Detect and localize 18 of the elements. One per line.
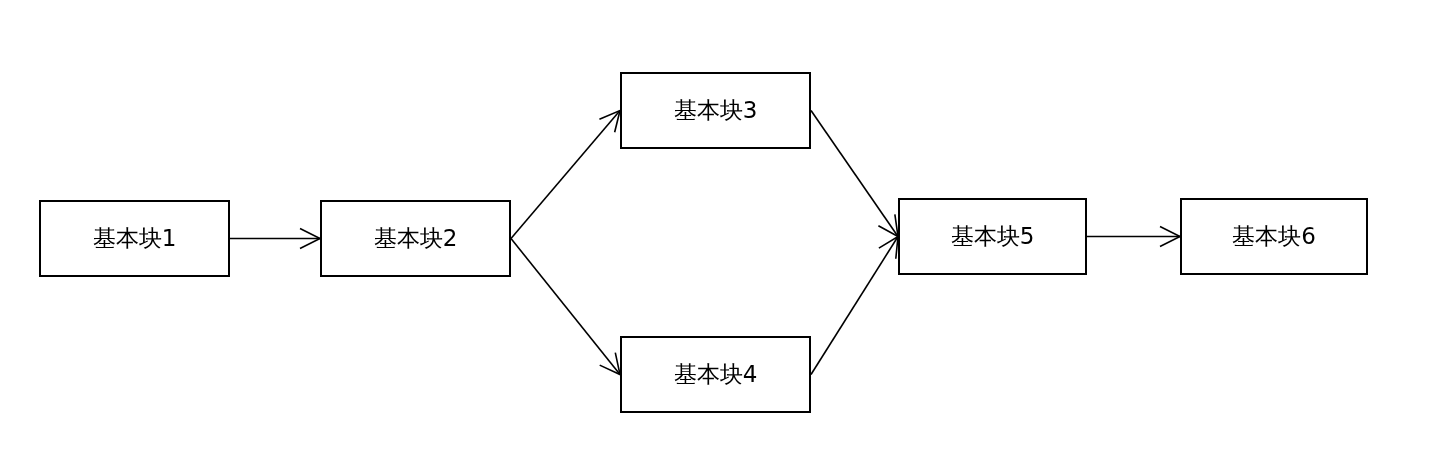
box-label: 基本块4 [673, 360, 758, 389]
arrow [810, 109, 899, 238]
box-label: 基本块5 [950, 222, 1035, 251]
process-box [39, 200, 230, 277]
arrow [810, 235, 899, 376]
process-box [1180, 198, 1368, 275]
arrow [229, 227, 321, 250]
arrow [1086, 225, 1181, 248]
box-label: 基本块6 [1232, 222, 1316, 251]
process-box [320, 200, 511, 277]
process-box [620, 336, 811, 413]
box-label: 基本块1 [92, 224, 177, 253]
process-box [898, 198, 1087, 275]
box-label: 基本块3 [673, 96, 758, 125]
arrow [510, 109, 621, 240]
process-box [620, 72, 811, 149]
arrow [510, 237, 621, 376]
box-label: 基本块2 [373, 224, 458, 253]
